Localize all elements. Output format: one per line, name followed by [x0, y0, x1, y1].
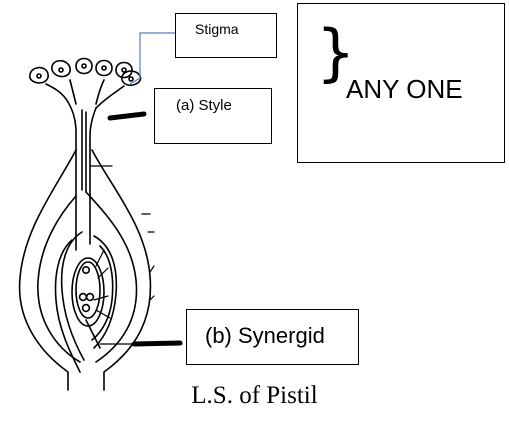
stigma-lobes	[30, 59, 141, 109]
synergid-label-box: (b) Synergid	[186, 309, 359, 365]
style-label: (a) Style	[176, 97, 232, 114]
any-one-label: ANY ONE	[346, 74, 463, 105]
stigma-connector-line	[130, 33, 176, 84]
style-pointer-bar	[110, 114, 144, 118]
style-tube	[68, 102, 96, 250]
figure-caption: L.S. of Pistil	[0, 382, 509, 410]
style-label-box: (a) Style	[154, 88, 272, 144]
synergid-label: (b) Synergid	[205, 323, 325, 348]
stigma-label-box: Stigma	[175, 13, 277, 58]
synergid-pointer-bar	[134, 343, 180, 344]
pointer-lines	[90, 166, 182, 344]
stigma-label: Stigma	[195, 21, 239, 37]
ovary-wall	[20, 150, 151, 390]
any-one-box: } ANY ONE	[297, 3, 505, 163]
